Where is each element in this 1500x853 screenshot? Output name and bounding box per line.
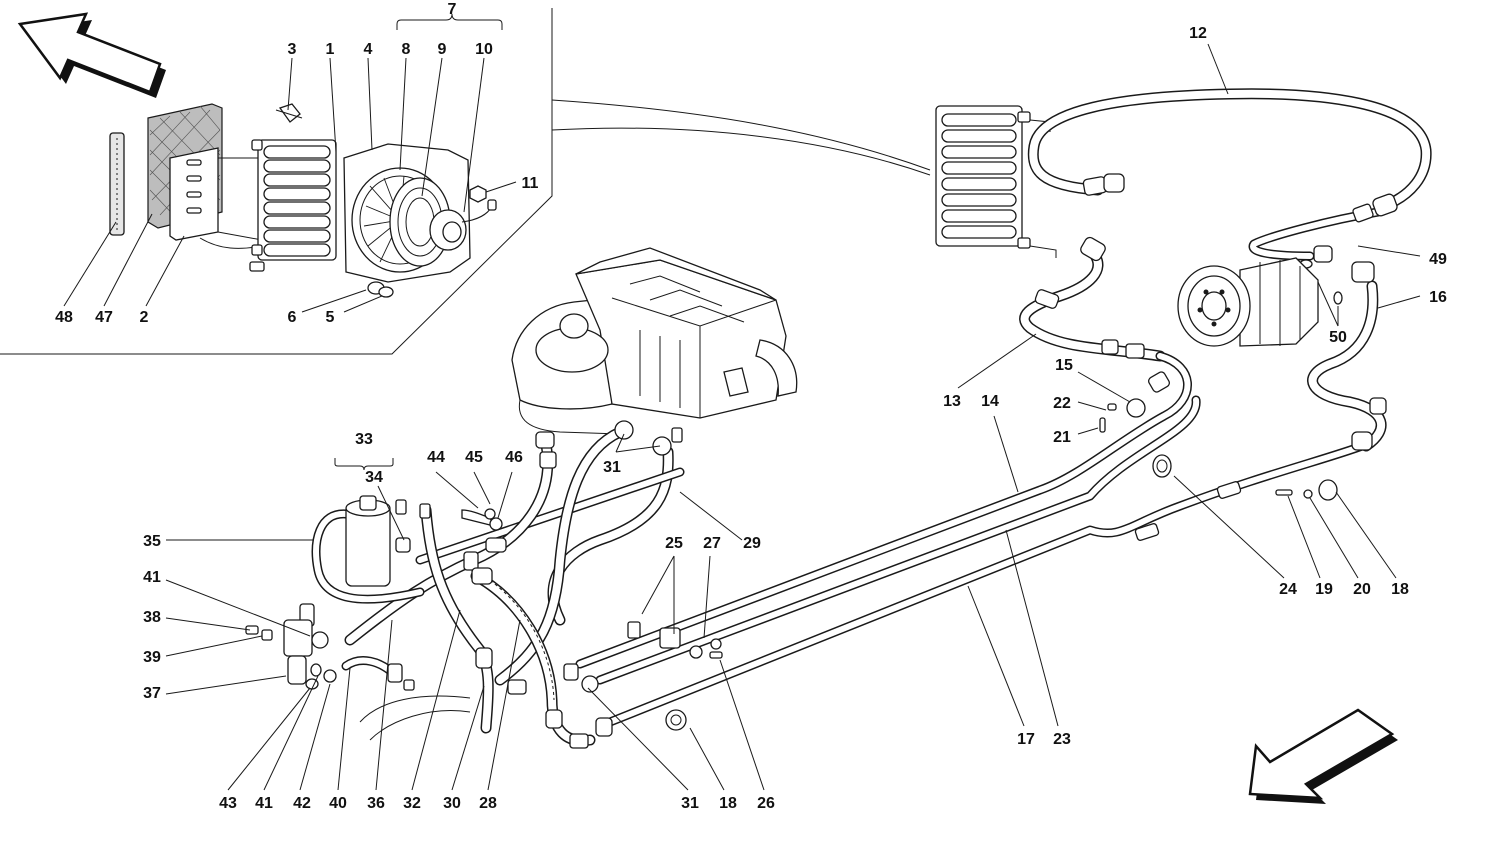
callout-9: 9 [438,41,447,58]
callout-38: 38 [143,609,161,626]
condenser-unit [935,105,1057,258]
callout-29: 29 [743,535,761,552]
callout-5: 5 [326,309,335,326]
hose-fitting [395,499,431,519]
hose-fitting [1101,339,1145,359]
pipe-bracket [461,508,503,531]
callout-11: 11 [522,175,539,192]
callout-19: 19 [1315,581,1333,598]
callout-36: 36 [367,795,385,812]
screw-bracket [1099,398,1146,433]
callout-40: 40 [329,795,347,812]
callout-24: 24 [1279,581,1297,598]
callout-32: 32 [403,795,421,812]
hose-fitting [475,647,527,695]
condenser-fan-assembly [109,103,497,298]
engine-intake-assembly [511,247,798,435]
callout-13: 13 [943,393,961,410]
refrigerant-lines [311,88,1432,747]
callout-41-bottom: 41 [255,795,273,812]
callout-6: 6 [288,309,297,326]
callout-27: 27 [703,535,721,552]
callout-labels: 7 3 1 4 8 9 10 11 48 47 2 6 5 12 49 16 5… [55,1,1447,812]
hose-fitting [563,663,599,693]
callout-44: 44 [427,449,445,466]
detail-inset-frame [0,8,931,355]
callout-41-left: 41 [143,569,161,586]
callout-18-right: 18 [1391,581,1409,598]
clamp [614,420,683,456]
pressure-switch [245,619,329,685]
callout-23: 23 [1053,731,1071,748]
callout-16: 16 [1429,289,1447,306]
ac-compressor [1177,257,1319,347]
leader-lines [63,13,1421,791]
callout-14: 14 [981,393,999,410]
hose-fitting [1148,371,1170,393]
rear-direction-arrow-icon [1248,708,1398,804]
callout-47: 47 [95,309,113,326]
callout-21: 21 [1053,429,1071,446]
callout-10: 10 [475,41,493,58]
callout-15: 15 [1055,357,1073,374]
pipe-bracket [627,621,723,659]
clamp [665,709,687,731]
o-ring [305,663,337,690]
callout-37: 37 [143,685,161,702]
callout-1: 1 [326,41,335,58]
filter-strip [109,132,125,236]
callout-33: 33 [355,431,373,448]
callout-42: 42 [293,795,311,812]
callout-48: 48 [55,309,73,326]
hose-fitting [535,431,557,469]
hose-fitting [1080,236,1106,262]
callout-43: 43 [219,795,237,812]
callout-7: 7 [448,1,457,18]
condenser-core [249,139,337,272]
forward-direction-arrow-icon [17,12,166,98]
callout-49: 49 [1429,251,1447,268]
hose-fitting [1352,193,1398,223]
bolt-set [367,281,394,298]
callout-26: 26 [757,795,775,812]
callout-50: 50 [1329,329,1347,346]
hose-fitting [387,663,415,691]
callout-8: 8 [402,41,411,58]
callout-22: 22 [1053,395,1071,412]
nut [469,185,487,203]
callout-35: 35 [143,533,161,550]
callout-31-lower: 31 [681,795,699,812]
hose-fitting [1313,245,1375,283]
callout-30: 30 [443,795,461,812]
callout-28: 28 [479,795,497,812]
hose-fitting [1351,397,1387,451]
cooling-fan [351,167,451,273]
callout-45: 45 [465,449,483,466]
callout-17: 17 [1017,731,1035,748]
clamp [1152,454,1172,478]
hose-fitting [1034,289,1060,309]
callout-12: 12 [1189,25,1207,42]
callout-4: 4 [364,41,373,58]
callout-34: 34 [365,469,383,486]
hose-fitting [463,537,507,585]
callout-31-upper: 31 [603,459,621,476]
callout-46: 46 [505,449,523,466]
callout-39: 39 [143,649,161,666]
retaining-clip [275,103,303,123]
hose-fitting [1134,481,1242,541]
bolt-washer-clamp [1275,479,1338,501]
fan-motor [429,199,497,251]
fittings [245,173,1398,749]
mounting-bracket [169,147,263,249]
callout-3: 3 [288,41,297,58]
callout-25: 25 [665,535,683,552]
callout-20: 20 [1353,581,1371,598]
callout-2: 2 [140,309,149,326]
callout-18-lower: 18 [719,795,737,812]
hose-fitting [545,709,613,749]
hose-fitting [1082,173,1125,196]
